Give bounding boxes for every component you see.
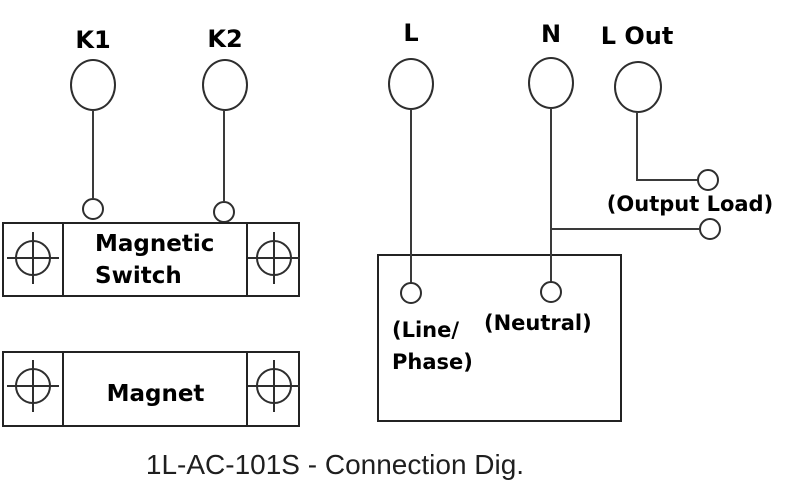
crosshair-horizontal-line <box>248 385 300 387</box>
wire-l-out <box>636 112 638 181</box>
terminal-circle-k1 <box>70 59 116 111</box>
terminal-circle-l <box>388 58 434 110</box>
wire-n-branch <box>550 228 699 230</box>
output-load-label: (Output Load) <box>606 192 774 216</box>
magnetic-switch-box <box>2 222 300 297</box>
wire-k1 <box>92 110 94 198</box>
mounting-hole-icon <box>248 232 300 284</box>
mounting-hole-icon <box>248 360 300 412</box>
wire-n <box>550 108 552 282</box>
mounting-hole-icon <box>7 360 59 412</box>
terminal-circle-n <box>528 57 574 109</box>
magnetic-switch-label-line1: Magnetic <box>95 231 215 257</box>
connector-circle-k2 <box>213 201 235 223</box>
controller-box <box>377 254 622 422</box>
terminal-label-k2: K2 <box>207 25 243 53</box>
crosshair-horizontal-line <box>7 257 59 259</box>
wire-l-out-elbow <box>636 179 699 181</box>
diagram-caption: 1L-AC-101S - Connection Dig. <box>145 449 525 480</box>
crosshair-horizontal-line <box>248 257 300 259</box>
line-phase-label-line1: (Line/ <box>392 318 460 342</box>
wire-l <box>410 109 412 283</box>
terminal-label-n: N <box>540 20 562 48</box>
terminal-label-k1: K1 <box>75 26 111 54</box>
neutral-terminal-circle <box>540 281 562 303</box>
connector-circle-k1 <box>82 198 104 220</box>
magnetic-switch-left-divider <box>62 224 64 295</box>
magnet-label: Magnet <box>106 381 205 407</box>
magnet-right-divider <box>246 353 248 425</box>
terminal-circle-k2 <box>202 59 248 111</box>
line-phase-label: (Line/ Phase) <box>392 314 473 378</box>
crosshair-horizontal-line <box>7 385 59 387</box>
output-load-terminal-circle-top <box>697 169 719 191</box>
magnetic-switch-label: Magnetic Switch <box>95 228 214 292</box>
terminal-label-l: L <box>403 19 419 47</box>
output-load-terminal-circle-bottom <box>699 218 721 240</box>
terminal-circle-l-out <box>614 61 662 113</box>
neutral-label: (Neutral) <box>484 311 592 335</box>
line-phase-label-line2: Phase) <box>392 350 473 374</box>
magnet-box <box>2 351 300 427</box>
terminal-label-l-out: L Out <box>600 22 674 50</box>
wire-k2 <box>223 110 225 201</box>
mounting-hole-icon <box>7 232 59 284</box>
line-phase-terminal-circle <box>400 282 422 304</box>
magnetic-switch-right-divider <box>246 224 248 295</box>
magnetic-switch-label-line2: Switch <box>95 263 182 289</box>
magnet-left-divider <box>62 353 64 425</box>
